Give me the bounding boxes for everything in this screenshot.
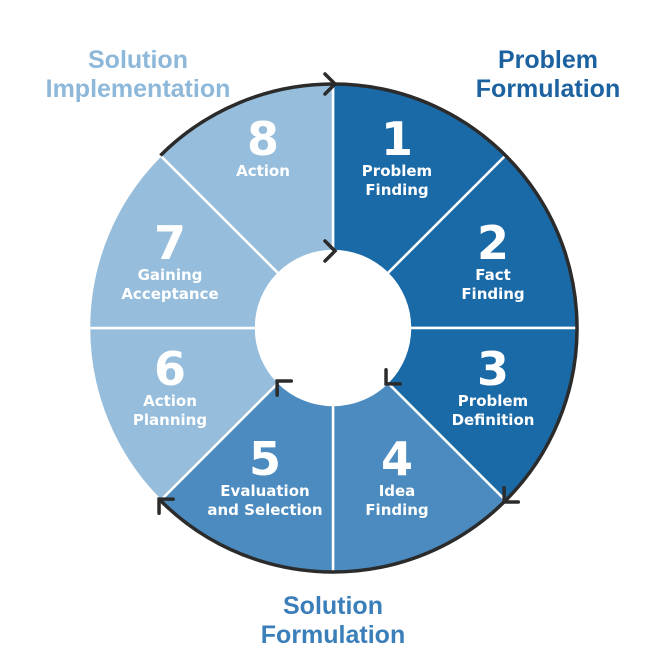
segment-7 <box>87 153 281 330</box>
title-line: Implementation <box>45 75 231 103</box>
step-number: 6 <box>153 342 186 396</box>
step-label: Problem <box>361 162 433 180</box>
step-3: 3 Problem Definition <box>418 346 568 430</box>
step-label: Idea <box>378 482 416 500</box>
step-number: 5 <box>248 432 281 486</box>
step-8: 8 Action <box>188 116 338 181</box>
step-1: 1 Problem Finding <box>322 116 472 200</box>
title-line: Solution <box>88 46 188 74</box>
step-label: Fact <box>475 266 511 284</box>
step-label: Planning <box>132 411 208 429</box>
step-label: Evaluation <box>220 482 310 500</box>
title-line: Formulation <box>475 75 621 103</box>
step-label: Action <box>236 162 290 180</box>
arrow-icon <box>157 497 175 516</box>
step-number: 3 <box>476 342 509 396</box>
step-label: Definition <box>451 411 535 429</box>
step-number: 7 <box>153 216 186 270</box>
arrow-icon <box>323 72 338 96</box>
arrow-icon <box>275 379 294 397</box>
step-label: Acceptance <box>121 285 219 303</box>
step-number: 8 <box>246 112 279 166</box>
step-label: and Selection <box>207 501 323 519</box>
step-label: Finding <box>365 181 429 199</box>
segment-6 <box>87 326 281 503</box>
step-2: 2 Fact Finding <box>418 220 568 304</box>
title-line: Solution <box>283 592 383 620</box>
outer-cycle-arc <box>159 82 334 157</box>
step-7: 7 Gaining Acceptance <box>95 220 245 304</box>
step-label: Action <box>143 392 197 410</box>
step-number: 1 <box>380 112 413 166</box>
step-number: 4 <box>380 432 413 486</box>
title-solution-formulation: Solution Formulation <box>203 592 463 650</box>
step-label: Gaining <box>137 266 203 284</box>
step-label: Finding <box>365 501 429 519</box>
arrow-icon <box>323 239 338 263</box>
step-number: 2 <box>476 216 509 270</box>
outer-cycle-arc <box>159 82 579 574</box>
title-line: Problem <box>497 46 599 74</box>
step-label: Finding <box>461 285 525 303</box>
arrow-icon <box>502 486 521 504</box>
title-solution-implementation: Solution Implementation <box>8 46 268 104</box>
step-6: 6 Action Planning <box>95 346 245 430</box>
step-label: Problem <box>457 392 529 410</box>
step-5: 5 Evaluation and Selection <box>190 436 340 520</box>
step-4: 4 Idea Finding <box>322 436 472 520</box>
title-line: Formulation <box>260 621 406 649</box>
title-problem-formulation: Problem Formulation <box>418 46 660 104</box>
arrow-icon <box>384 367 402 386</box>
